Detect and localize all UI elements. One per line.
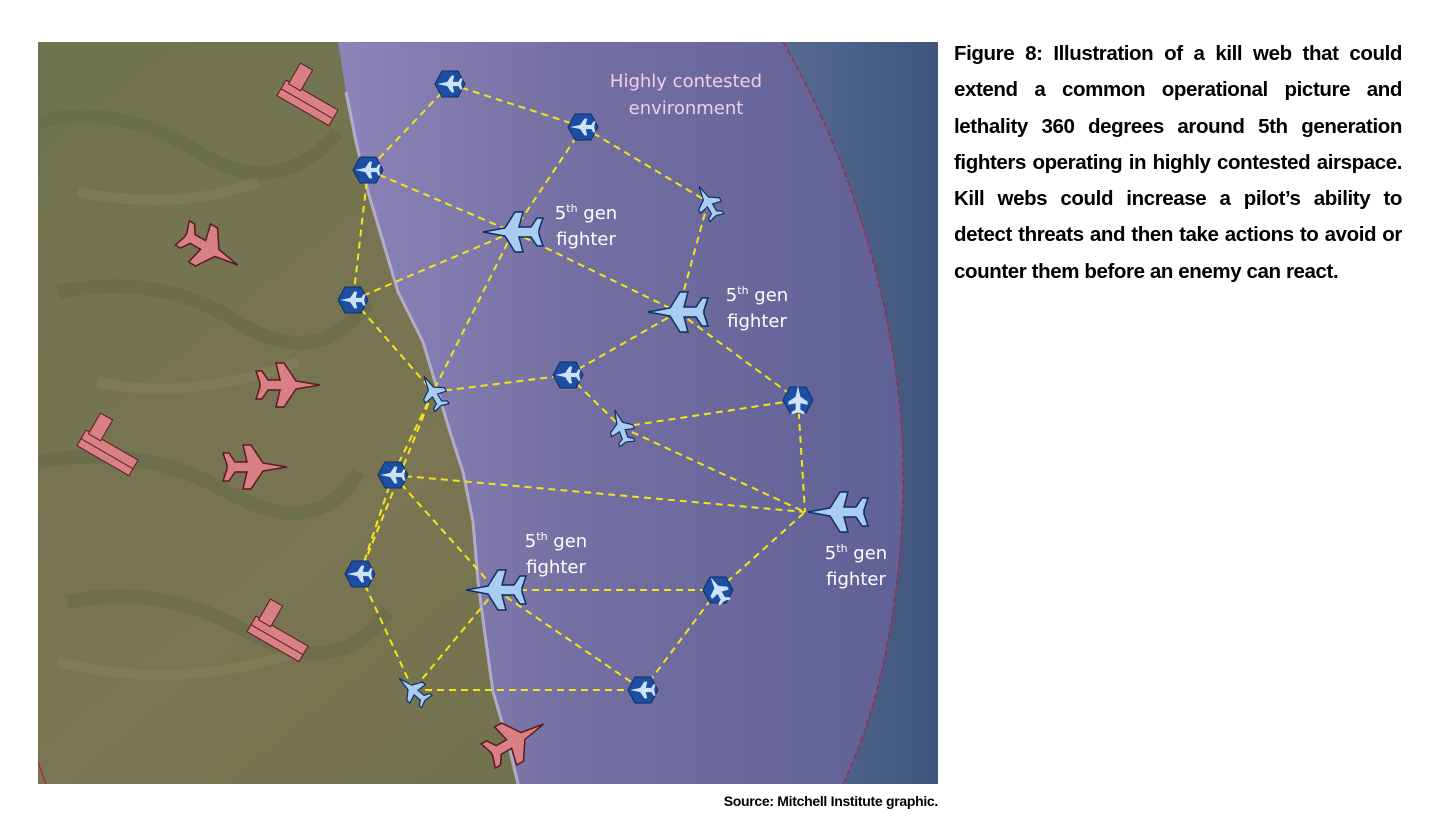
friendly-node-6 (377, 461, 409, 489)
contested-label-line1: Highly contested (610, 71, 762, 92)
sam-launcher-icon-3 (246, 598, 309, 663)
friendly-node-2 (567, 113, 599, 141)
fighter-label-1: 5th gen fighter (555, 202, 617, 250)
land-texture (38, 109, 394, 660)
friendly-node-3 (352, 156, 384, 184)
fighter-label-3: 5th gen fighter (525, 530, 587, 578)
kill-web-links (352, 83, 806, 691)
contested-boundary (782, 42, 904, 784)
svg-text:5th gen: 5th gen (525, 530, 587, 552)
friendly-node-10 (702, 572, 734, 608)
contested-boundary-left (38, 761, 47, 784)
friendly-node-9 (782, 385, 814, 415)
sea-area (338, 42, 938, 784)
kill-web-map: Highly contested environment (38, 42, 938, 784)
friendly-node-8 (627, 676, 659, 704)
land-texture-light (56, 177, 300, 680)
svg-text:fighter: fighter (526, 557, 586, 578)
outer-sea-area (783, 42, 938, 784)
figure-caption: Figure 8: Illustration of a kill web tha… (954, 42, 1402, 283)
friendly-node-7 (344, 560, 376, 588)
coastline (344, 91, 520, 784)
sam-launcher-icon-2 (76, 412, 139, 477)
friendly-node-5 (552, 361, 584, 389)
contested-label-line2: environment (629, 98, 744, 119)
svg-text:fighter: fighter (826, 569, 886, 590)
fighter-label-2: 5th gen fighter (726, 284, 788, 332)
svg-text:5th gen: 5th gen (555, 202, 617, 224)
sam-launcher-icon-1 (276, 62, 339, 127)
svg-text:5th gen: 5th gen (825, 542, 887, 564)
svg-text:fighter: fighter (727, 311, 787, 332)
svg-text:fighter: fighter (556, 229, 616, 250)
svg-text:5th gen: 5th gen (726, 284, 788, 306)
fighter-label-4: 5th gen fighter (825, 542, 887, 590)
friendly-node-4 (337, 286, 369, 314)
source-note: Source: Mitchell Institute graphic. (723, 793, 939, 809)
friendly-node-1 (434, 70, 466, 98)
